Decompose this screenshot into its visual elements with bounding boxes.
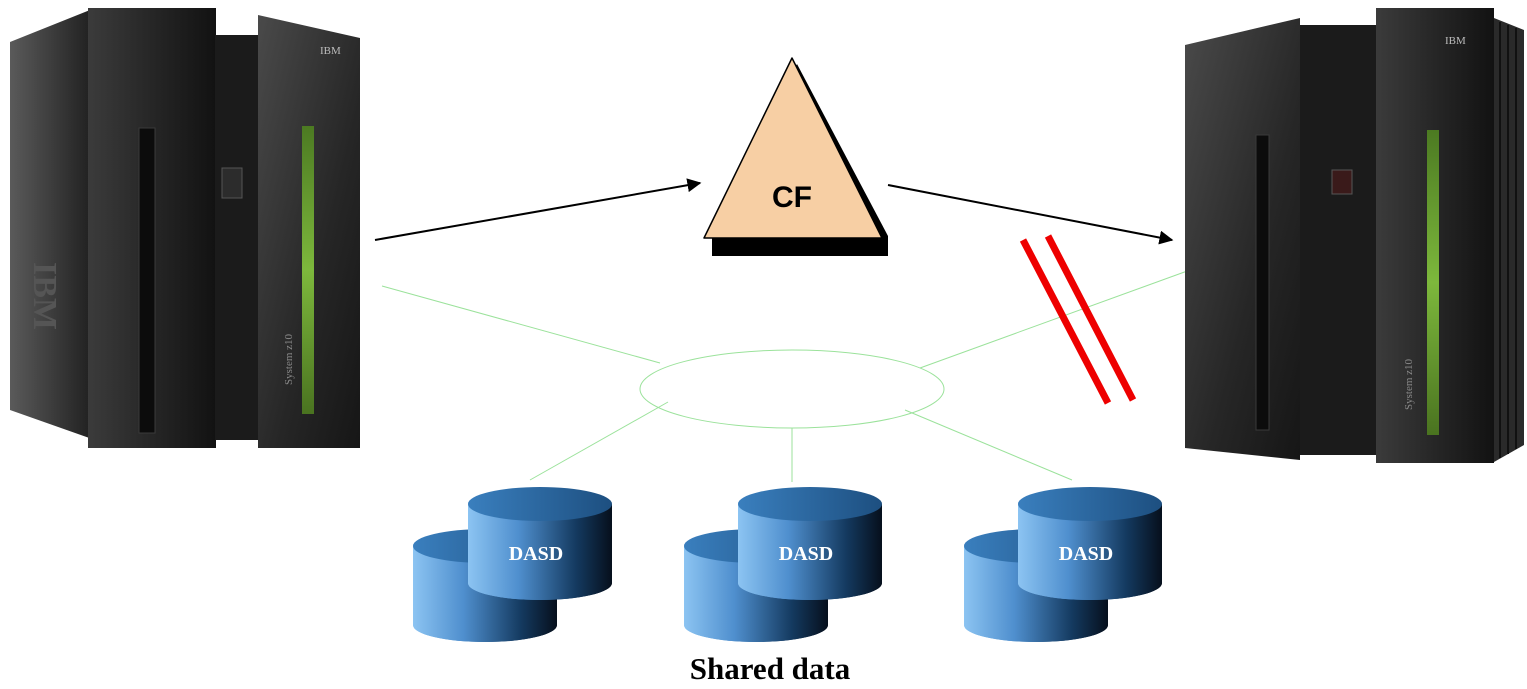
right-server-display	[1331, 169, 1353, 195]
coupling-facility-label: CF	[772, 181, 812, 214]
cf-to-right-server-link	[887, 184, 1174, 245]
dasd-label: DASD	[1059, 543, 1113, 565]
right-mainframe-server: IBM System z10	[1185, 8, 1524, 463]
left-server-to-cf-link	[374, 178, 702, 241]
left-server-side-cabinet	[10, 8, 95, 440]
right-server-green-strip	[1427, 130, 1439, 435]
dasd-cylinder-icon	[1018, 487, 1162, 600]
left-server-ibm-logo: IBM	[320, 45, 341, 57]
coupling-facility: CF	[703, 57, 888, 256]
network-link-left-dasd	[529, 401, 669, 481]
right-server-slot	[1255, 134, 1270, 431]
network-link-left-server	[381, 285, 661, 364]
coupling-facility-triangle-icon	[703, 57, 883, 239]
network-hub-ellipse	[639, 349, 945, 429]
left-server-side-logo: IBM	[26, 262, 63, 330]
dasd-group-3: DASD	[964, 487, 1162, 642]
dasd-group-1: DASD	[413, 487, 612, 642]
right-server-model-label: System z10	[1403, 358, 1415, 410]
dasd-cylinder-icon	[468, 487, 612, 600]
shared-data-network	[381, 269, 1191, 482]
left-server-slot	[138, 127, 156, 434]
shared-data-caption: Shared data	[690, 651, 851, 686]
broken-link-icon	[1019, 234, 1137, 405]
left-server-model-label: System z10	[283, 333, 295, 385]
right-server-fin-lines	[1499, 22, 1517, 458]
right-server-door-panel	[1185, 18, 1300, 460]
network-link-right-dasd	[904, 409, 1073, 481]
right-server-ibm-logo: IBM	[1445, 35, 1466, 47]
dasd-label: DASD	[779, 543, 833, 565]
left-server-display	[221, 167, 243, 199]
right-server-connector	[1300, 25, 1378, 455]
dasd-label: DASD	[509, 543, 563, 565]
dasd-group-2: DASD	[684, 487, 882, 642]
dasd-cylinder-icon	[738, 487, 882, 600]
network-link-right-server	[919, 269, 1191, 369]
left-mainframe-server: IBM System z10 IBM	[10, 8, 360, 448]
left-server-connector	[215, 35, 260, 440]
left-server-green-strip	[302, 126, 314, 414]
